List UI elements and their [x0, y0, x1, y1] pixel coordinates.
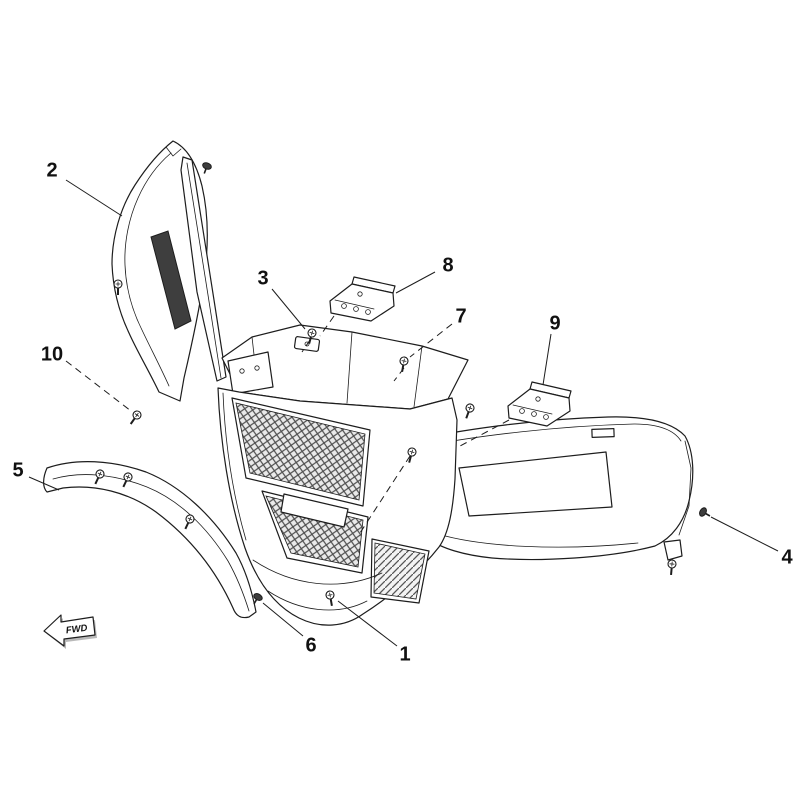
mounting-bracket-8 — [329, 276, 396, 322]
callout-8: 8 — [442, 254, 454, 277]
callout-7: 7 — [455, 305, 467, 328]
left-fender-panel — [111, 140, 208, 402]
upper-grille-mesh — [235, 402, 366, 501]
fwd-direction-marker: FWD — [43, 614, 97, 649]
callout-3: 3 — [257, 267, 269, 290]
screw-right-panel — [666, 558, 678, 577]
mounting-bracket-9 — [507, 381, 572, 427]
fascia-top-deck — [221, 324, 469, 410]
callout-5: 5 — [12, 459, 24, 482]
front-fascia-grille — [217, 387, 458, 626]
callout-6: 6 — [305, 634, 317, 657]
clip-top — [199, 160, 214, 176]
right-fender-panel — [422, 416, 694, 561]
screw-right-upper — [461, 401, 477, 421]
callout-10: 10 — [40, 343, 64, 366]
callout-9: 9 — [549, 312, 561, 335]
upper-support-strut — [180, 156, 227, 382]
callout-2: 2 — [46, 159, 58, 182]
fwd-label: FWD — [65, 623, 88, 637]
leader-lines — [28, 179, 779, 647]
clip-item-4 — [697, 505, 713, 521]
assembly-lines — [301, 315, 510, 534]
callout-4: 4 — [781, 546, 793, 569]
callout-1: 1 — [399, 643, 411, 666]
lower-trim-strip — [43, 461, 257, 619]
fwd-arrow-icon — [43, 614, 96, 647]
screw-item-10 — [126, 408, 144, 428]
